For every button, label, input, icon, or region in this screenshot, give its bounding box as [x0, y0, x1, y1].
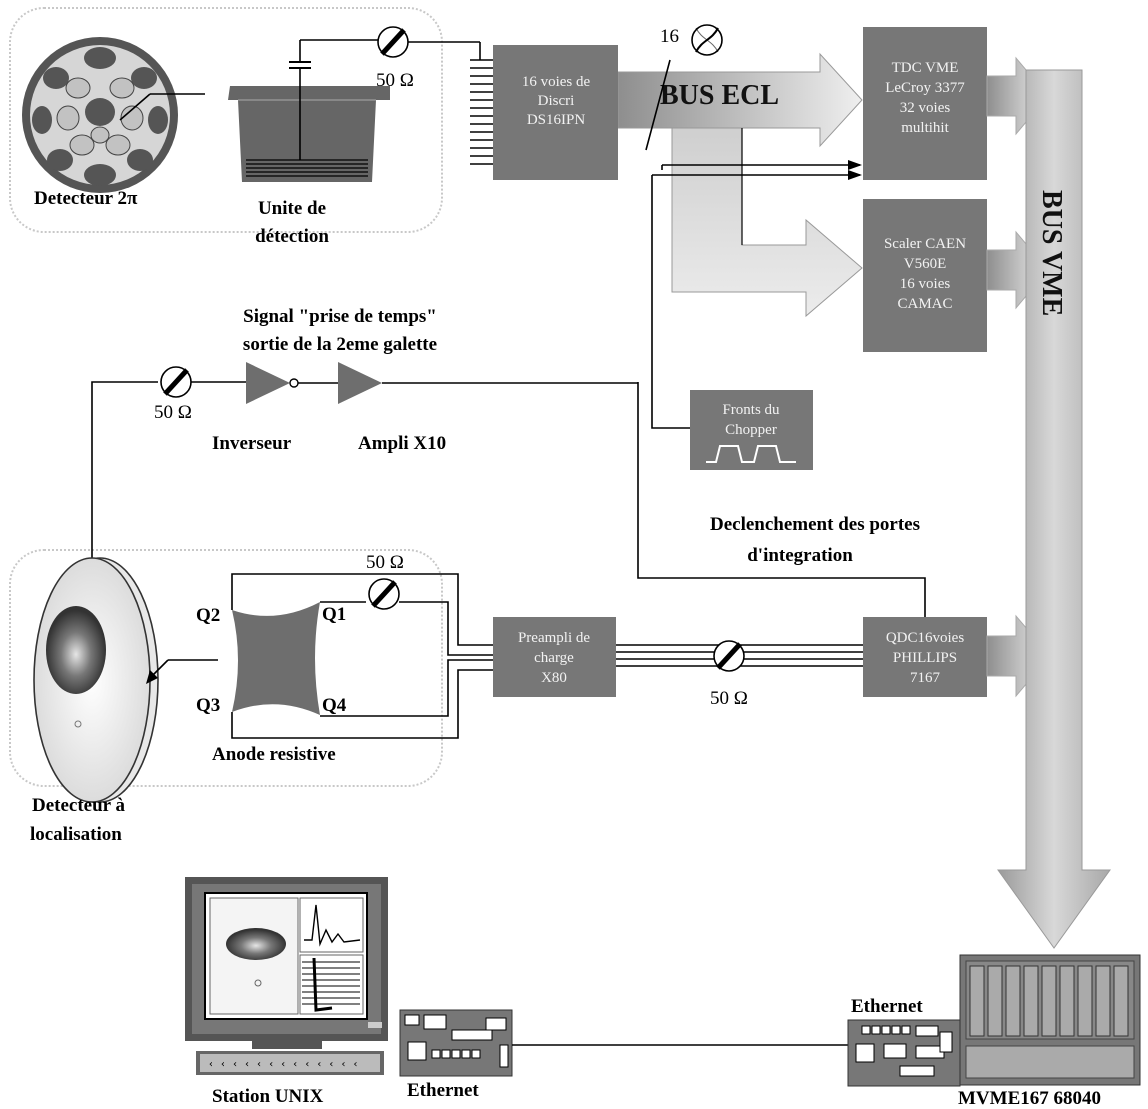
preampli-box: [493, 617, 616, 697]
detector-2pi-icon: [22, 37, 205, 193]
detection-unit-label-2: détection: [255, 226, 329, 247]
scaler-text-3: 16 voies: [900, 276, 951, 292]
discri-text-2: Discri: [538, 93, 575, 109]
tdc-text-4: multihit: [901, 120, 949, 136]
scaler-text-2: V560E: [904, 256, 947, 272]
twisted-pair-icon: [691, 24, 723, 56]
signal-label-2: sortie de la 2eme galette: [243, 334, 437, 355]
ohm-top-label: 50 Ω: [376, 70, 414, 91]
count-16-label: 16: [660, 26, 679, 47]
svg-text:‹ ‹ ‹ ‹ ‹ ‹ ‹ ‹ ‹ ‹ ‹ ‹ ‹: ‹ ‹ ‹ ‹ ‹ ‹ ‹ ‹ ‹ ‹ ‹ ‹ ‹: [208, 1059, 359, 1070]
scaler-box: [863, 199, 987, 352]
resistive-anode-icon: [232, 602, 320, 715]
tdc-text-2: LeCroy 3377: [885, 80, 965, 96]
bus-vme-arrow: [997, 69, 1111, 949]
position-detector-label-2: localisation: [30, 824, 122, 845]
coax-connector-icon: [377, 26, 409, 58]
qdc-text-2: PHILLIPS: [893, 650, 957, 666]
inverter-label: Inverseur: [212, 433, 292, 454]
detection-unit-label-1: Unite de: [258, 198, 326, 219]
coax-connector-icon: [368, 578, 400, 610]
ethernet-left-label: Ethernet: [407, 1080, 479, 1101]
mvme-label: MVME167 68040: [958, 1088, 1101, 1109]
q1-label: Q1: [322, 604, 346, 625]
ohm-left-label: 50 Ω: [154, 402, 192, 423]
amplifier-icon: [338, 362, 382, 404]
bottom-panel: [9, 549, 443, 787]
tdc-text-3: 32 voies: [900, 100, 951, 116]
preampli-text-1: Preampli de: [518, 630, 590, 646]
square-wave-icon: [706, 445, 796, 463]
coax-connector-icon: [713, 640, 745, 672]
q4-label: Q4: [322, 695, 347, 716]
qdc-box: [863, 617, 987, 697]
amplifier-label: Ampli X10: [358, 433, 446, 454]
chopper-box: [690, 390, 813, 470]
ethernet-card-right-icon: [847, 1019, 961, 1087]
detection-unit-icon: [228, 39, 390, 182]
position-detector-label-1: Detecteur à: [32, 795, 126, 816]
ohm-bottom-label: 50 Ω: [710, 688, 748, 709]
preampli-text-3: X80: [541, 670, 567, 686]
ethernet-card-left-icon: [399, 1009, 513, 1077]
qdc-text-3: 7167: [910, 670, 941, 686]
inverter-icon: [246, 362, 290, 404]
bus-vme-label: BUS VME: [1036, 190, 1067, 316]
q2-label: Q2: [196, 605, 220, 626]
tdc-box: [863, 27, 987, 180]
position-detector-icon: [33, 557, 159, 803]
discri-text-3: DS16IPN: [527, 112, 586, 128]
discri-text-1: 16 voies de: [522, 74, 591, 90]
trigger-label-1: Declenchement des portes: [710, 514, 920, 535]
top-panel: [9, 7, 443, 233]
trigger-label-2: d'integration: [747, 545, 853, 566]
q3-label: Q3: [196, 695, 220, 716]
station-unix-label: Station UNIX: [212, 1086, 324, 1107]
discri-input-lines: [470, 59, 493, 165]
bus-ecl-label: BUS ECL: [660, 80, 779, 111]
unix-workstation-icon: ‹ ‹ ‹ ‹ ‹ ‹ ‹ ‹ ‹ ‹ ‹ ‹ ‹: [185, 877, 388, 1075]
ohm-anode-label: 50 Ω: [366, 552, 404, 573]
scaler-text-1: Scaler CAEN: [884, 236, 966, 252]
scaler-text-4: CAMAC: [897, 296, 952, 312]
anode-label: Anode resistive: [212, 744, 336, 765]
chopper-text-2: Chopper: [725, 422, 777, 438]
detector-2pi-label: Detecteur 2π: [34, 188, 138, 209]
qdc-text-1: QDC16voies: [886, 630, 964, 646]
preampli-text-2: charge: [534, 650, 574, 666]
vme-crate-icon: [959, 954, 1141, 1086]
coax-connector-icon: [160, 366, 192, 398]
tdc-text-1: TDC VME: [892, 60, 959, 76]
discri-box: [493, 45, 618, 180]
chopper-text-1: Fronts du: [722, 402, 780, 418]
bus-ecl-down-arrow: [671, 127, 863, 318]
ethernet-right-label: Ethernet: [851, 996, 923, 1017]
signal-label-1: Signal "prise de temps": [243, 306, 437, 327]
